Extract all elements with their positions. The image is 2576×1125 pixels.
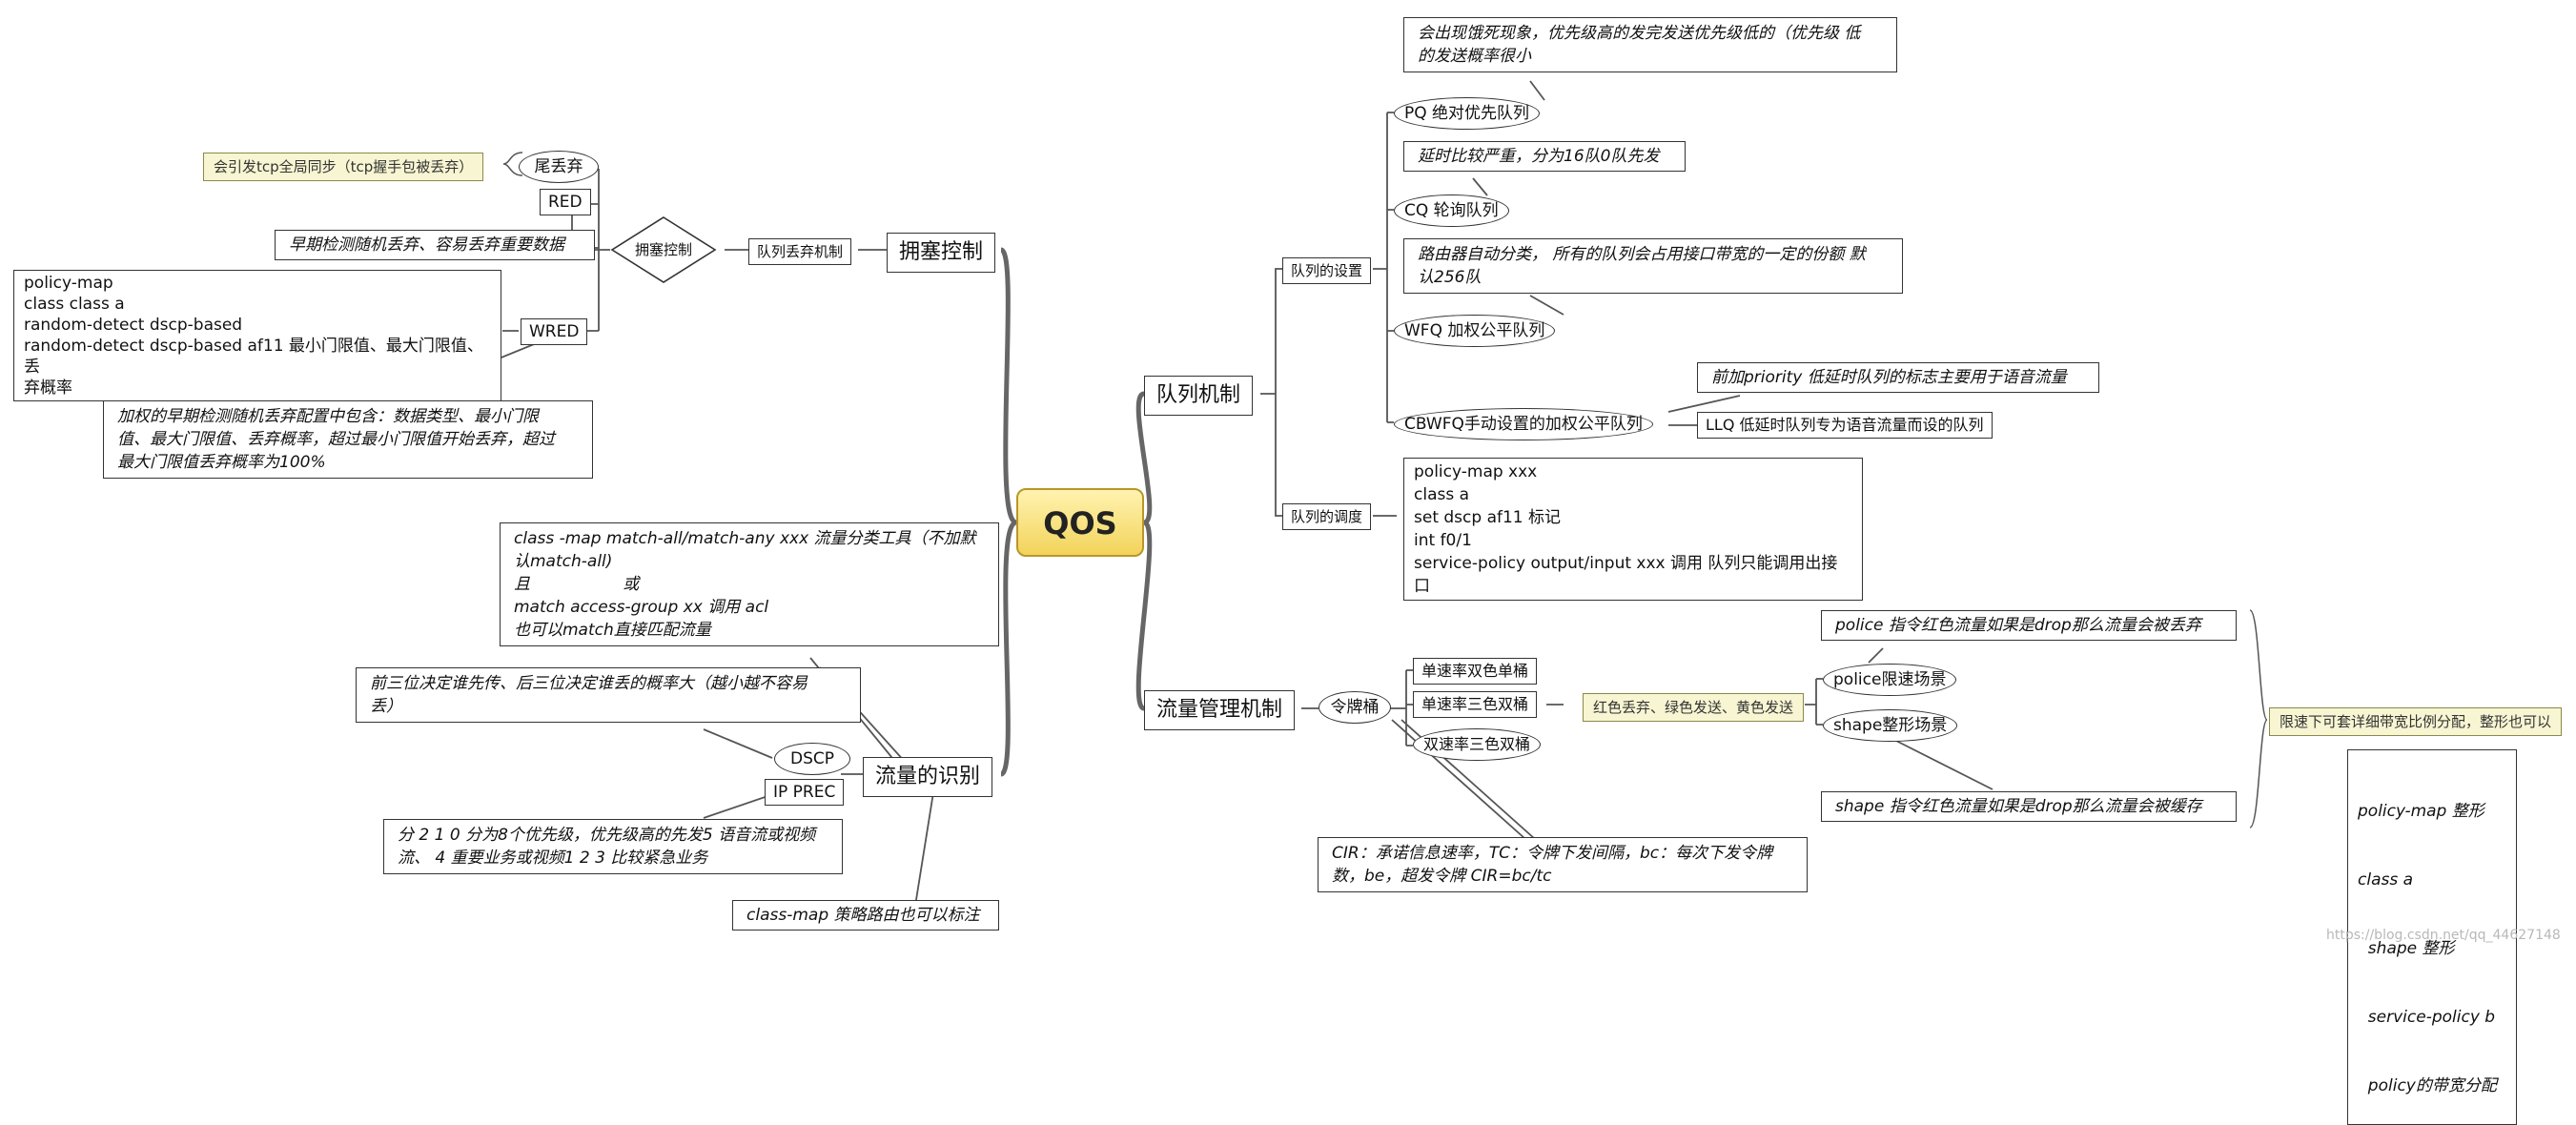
dscp-note-line: 丢）	[370, 697, 402, 716]
note-pq: 会出现饿死现象，优先级高的发完发送优先级低的（优先级 低 的发送概率很小	[1403, 17, 1897, 72]
diamond-label: 拥塞控制	[634, 241, 692, 258]
note-shape: shape 指令红色流量如果是drop那么流量会被缓存	[1821, 791, 2237, 822]
node-dual-rate-three-color[interactable]: 双速率三色双桶	[1413, 728, 1542, 761]
cir-note-line: 数，be，超发令牌 CIR=bc/tc	[1332, 867, 1552, 886]
class-map-line: 也可以match直接匹配流量	[514, 621, 711, 640]
node-tail-drop[interactable]: 尾丢弃	[519, 151, 599, 183]
note-ip-prec: 分 2 1 0 分为8个优先级，优先级高的先发5 语音流或视频 流、 4 重要业…	[383, 819, 843, 874]
prec-note-line: 分 2 1 0 分为8个优先级，优先级高的先发5 语音流或视频	[398, 826, 816, 845]
node-police[interactable]: police限速场景	[1823, 664, 1957, 696]
schedule-config-line: policy-map xxx	[1414, 462, 1538, 481]
node-shape[interactable]: shape整形场景	[1823, 709, 1958, 742]
schedule-config: policy-map xxx class a set dscp af11 标记 …	[1403, 458, 1863, 601]
node-ip-prec[interactable]: IP PREC	[765, 779, 845, 806]
note-tail-drop: 会引发tcp全局同步（tcp握手包被丢弃）	[203, 153, 484, 181]
policy-shape-line: policy-map 整形	[2358, 802, 2484, 821]
node-queue-mechanism[interactable]: 队列机制	[1144, 376, 1254, 416]
class-map-line: 认match-all)	[514, 552, 613, 571]
note-color-action: 红色丢弃、绿色发送、黄色发送	[1583, 693, 1805, 722]
dscp-note-line: 前三位决定谁先传、后三位决定谁丢的概率大（越小越不容易	[370, 674, 808, 693]
note-class-map-policy: class-map 策略路由也可以标注	[732, 900, 999, 931]
pq-note-line: 会出现饿死现象，优先级高的发完发送优先级低的（优先级 低	[1418, 24, 1861, 43]
wred-note-line: 最大门限值丢弃概率为100%	[117, 453, 326, 472]
note-cq: 延时比较严重，分为16队0队先发	[1403, 141, 1686, 172]
wred-config-line: random-detect dscp-based	[24, 316, 243, 335]
node-pq[interactable]: PQ 绝对优先队列	[1394, 97, 1541, 130]
note-dscp: 前三位决定谁先传、后三位决定谁丢的概率大（越小越不容易 丢）	[356, 667, 861, 723]
node-queue-drop[interactable]: 队列丢弃机制	[748, 238, 852, 265]
center-node-qos[interactable]: QOS	[1016, 488, 1144, 557]
schedule-config-line: set dscp af11 标记	[1414, 508, 1562, 527]
wred-config-line: policy-map	[24, 274, 113, 293]
node-queue-schedule[interactable]: 队列的调度	[1282, 503, 1372, 530]
wred-config: policy-map class class a random-detect d…	[13, 270, 501, 401]
schedule-config-line: service-policy output/input xxx 调用 队列只能调…	[1414, 554, 1838, 596]
node-token-bucket[interactable]: 令牌桶	[1319, 691, 1391, 724]
schedule-config-line: int f0/1	[1414, 531, 1472, 550]
wfq-note-line: 路由器自动分类， 所有的队列会占用接口带宽的一定的份额 默	[1418, 245, 1866, 264]
note-limit: 限速下可套详细带宽比例分配，整形也可以	[2269, 707, 2563, 736]
cir-note-line: CIR：承诺信息速率，TC：令牌下发间隔，bc：每次下发令牌	[1332, 844, 1773, 863]
node-dscp[interactable]: DSCP	[774, 743, 850, 775]
node-llq[interactable]: LLQ 低延时队列专为语音流量而设的队列	[1697, 412, 1993, 439]
class-map-line: match access-group xx 调用 acl	[514, 598, 769, 617]
node-wred[interactable]: WRED	[521, 318, 588, 345]
node-congestion-diamond[interactable]: 拥塞控制	[610, 215, 717, 284]
class-map-line: 且 或	[514, 575, 640, 594]
policy-shape-line: service-policy b	[2358, 1008, 2496, 1027]
note-wred: 加权的早期检测随机丢弃配置中包含：数据类型、最小门限 值、最大门限值、丢弃概率，…	[103, 400, 593, 479]
node-traffic-identification[interactable]: 流量的识别	[863, 757, 993, 797]
node-cbwfq[interactable]: CBWFQ手动设置的加权公平队列	[1394, 408, 1653, 440]
wred-config-line: class class a	[24, 295, 125, 314]
wred-note-line: 加权的早期检测随机丢弃配置中包含：数据类型、最小门限	[117, 407, 539, 426]
wred-config-line: 弃概率	[24, 378, 72, 398]
schedule-config-line: class a	[1414, 485, 1470, 504]
node-cq[interactable]: CQ 轮询队列	[1394, 194, 1509, 227]
note-red: 早期检测随机丢弃、容易丢弃重要数据	[275, 230, 595, 260]
prec-note-line: 流、 4 重要业务或视频1 2 3 比较紧急业务	[398, 849, 708, 868]
policy-shape-line: policy的带宽分配	[2358, 1076, 2497, 1095]
wred-note-line: 值、最大门限值、丢弃概率，超过最小门限值开始丢弃，超过	[117, 430, 555, 449]
node-queue-setting[interactable]: 队列的设置	[1282, 257, 1372, 284]
pq-note-line: 的发送概率很小	[1418, 47, 1531, 66]
class-map-line: class -map match-all/match-any xxx 流量分类工…	[514, 529, 976, 548]
note-class-map: class -map match-all/match-any xxx 流量分类工…	[500, 522, 999, 646]
node-single-rate-three-color[interactable]: 单速率三色双桶	[1413, 691, 1538, 718]
node-single-rate-two-color[interactable]: 单速率双色单桶	[1413, 658, 1538, 685]
diamond-shape	[610, 216, 717, 283]
note-llq: 前加priority 低延时队列的标志主要用于语音流量	[1697, 362, 2099, 393]
watermark: https://blog.csdn.net/qq_44627148	[2326, 928, 2561, 943]
node-flow-management[interactable]: 流量管理机制	[1144, 690, 1296, 730]
node-wfq[interactable]: WFQ 加权公平队列	[1394, 315, 1556, 347]
wfq-note-line: 认256队	[1418, 268, 1482, 287]
node-congestion-control[interactable]: 拥塞控制	[887, 233, 996, 273]
wred-config-line: random-detect dscp-based af11 最小门限值、最大门限…	[24, 337, 483, 377]
policy-shape-line: class a	[2358, 870, 2414, 890]
node-red[interactable]: RED	[540, 189, 591, 215]
note-police: police 指令红色流量如果是drop那么流量会被丢弃	[1821, 610, 2237, 641]
note-wfq: 路由器自动分类， 所有的队列会占用接口带宽的一定的份额 默 认256队	[1403, 238, 1903, 294]
note-cir: CIR：承诺信息速率，TC：令牌下发间隔，bc：每次下发令牌 数，be，超发令牌…	[1318, 837, 1808, 892]
